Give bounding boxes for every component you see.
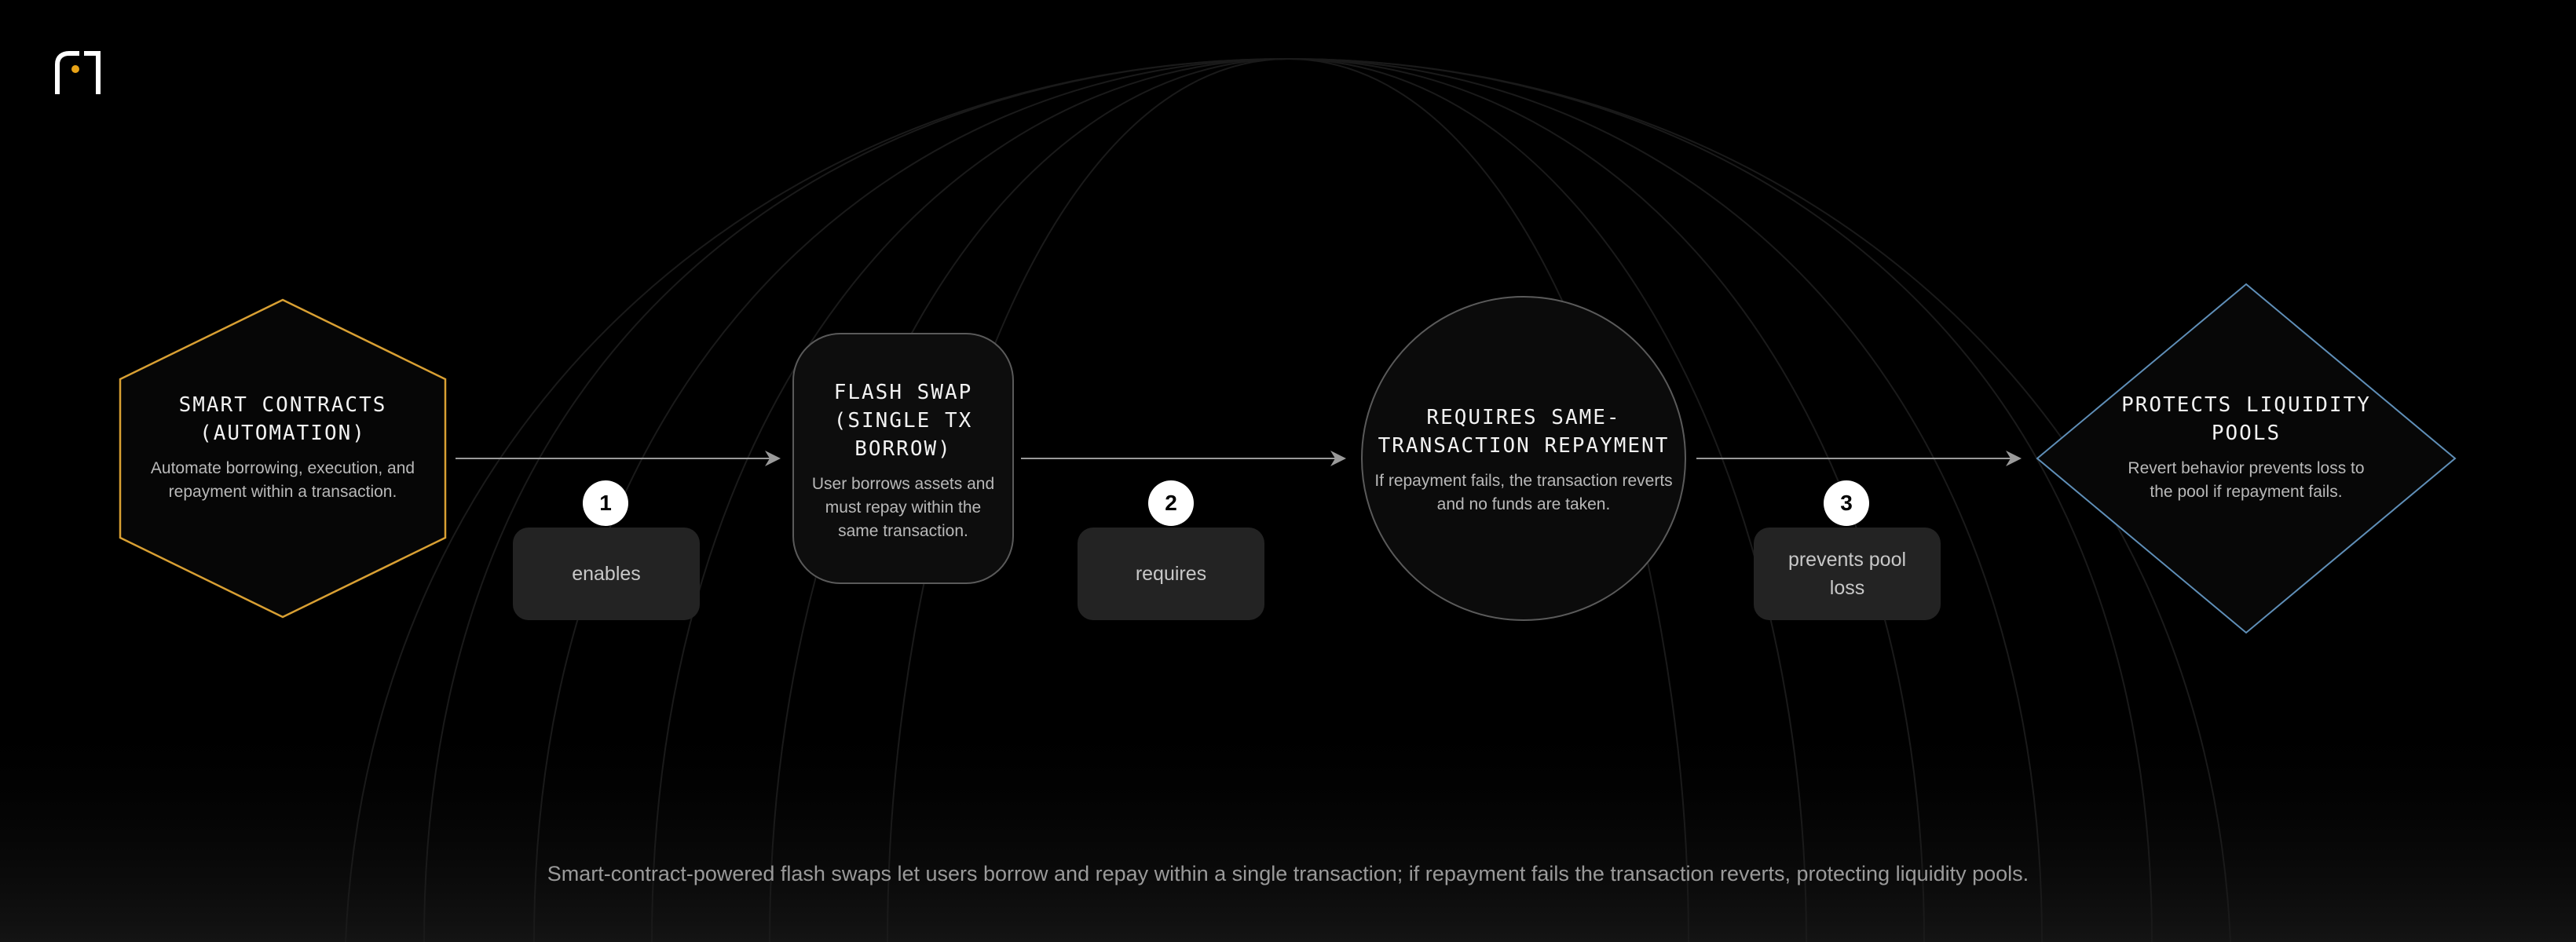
node-title: SMART CONTRACTS (AUTOMATION)	[178, 393, 387, 445]
edge-label-enables: enables	[513, 528, 700, 620]
node-title: PROTECTS LIQUIDITY POOLS	[2121, 393, 2371, 445]
node-protects-pools: PROTECTS LIQUIDITY POOLS Revert behavior…	[2120, 391, 2372, 504]
circle-node-shape	[1361, 296, 1686, 621]
rounded-rect-node-shape	[792, 333, 1014, 584]
logo-dot	[71, 65, 79, 73]
edge-label-text: requires	[1135, 563, 1207, 585]
node-same-tx-repayment: REQUIRES SAME- TRANSACTION REPAYMENT If …	[1367, 403, 1681, 517]
edge-label-prevents-pool-loss: prevents pool loss	[1754, 528, 1941, 620]
node-title: FLASH SWAP (SINGLE TX BORROW)	[833, 381, 973, 461]
edge-label-text: enables	[572, 563, 641, 585]
node-title: REQUIRES SAME- TRANSACTION REPAYMENT	[1378, 406, 1670, 458]
brand-logo	[55, 51, 101, 94]
node-description: Automate borrowing, execution, and repay…	[150, 459, 415, 501]
node-description: Revert behavior prevents loss to the poo…	[2128, 459, 2365, 501]
node-flash-swap: FLASH SWAP (SINGLE TX BORROW) User borro…	[805, 378, 1001, 543]
edge-label-text: prevents pool loss	[1787, 549, 1907, 599]
diamond-node-shape	[2036, 283, 2457, 634]
step-badge-3: 3	[1824, 480, 1869, 526]
edge-label-requires: requires	[1078, 528, 1264, 620]
floor-gradient	[0, 706, 2576, 942]
step-badge-2: 2	[1148, 480, 1194, 526]
diagram-caption: Smart-contract-powered flash swaps let u…	[547, 862, 2029, 885]
node-description: User borrows assets and must repay withi…	[811, 475, 995, 540]
node-description: If repayment fails, the transaction reve…	[1374, 472, 1673, 513]
hexagon-node-shape	[119, 298, 447, 619]
node-smart-contracts: SMART CONTRACTS (AUTOMATION) Automate bo…	[149, 391, 416, 504]
step-badge-1: 1	[583, 480, 628, 526]
